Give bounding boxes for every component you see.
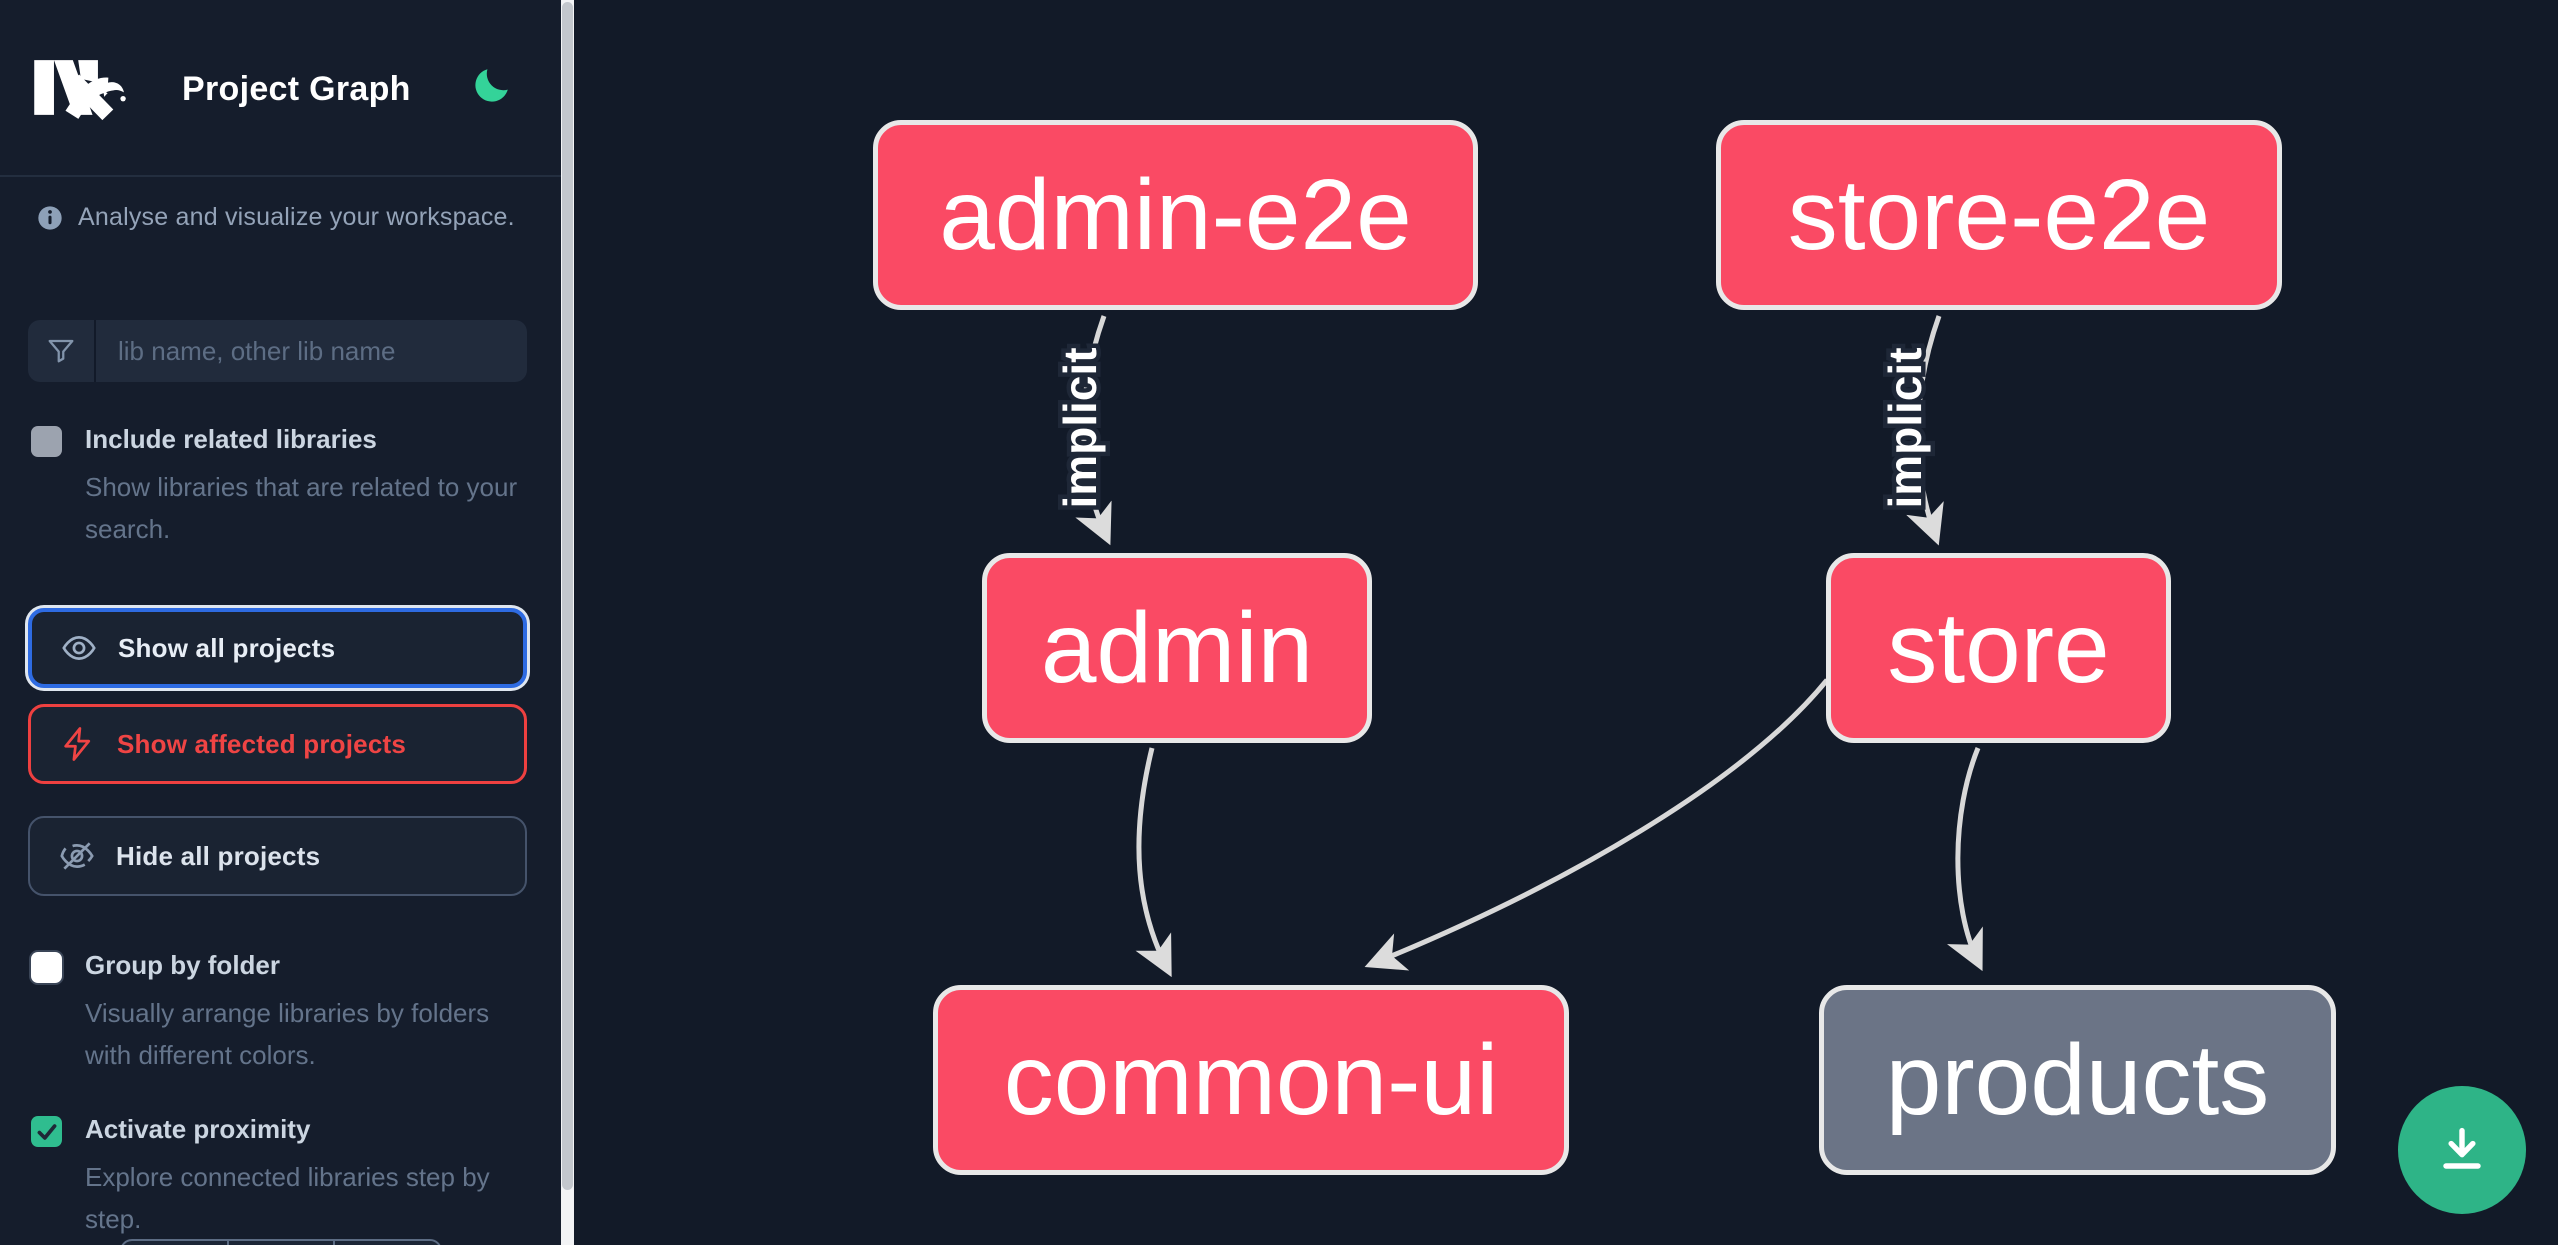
activate-proximity-checkbox[interactable] [31, 1116, 62, 1147]
edge-admin-common-ui [1135, 747, 1172, 978]
group-by-folder-checkbox[interactable] [31, 952, 62, 983]
page-title: Project Graph [182, 70, 411, 108]
info-icon [38, 206, 62, 230]
eye-off-icon [60, 842, 94, 870]
toggle-label: Activate proximity [85, 1114, 311, 1144]
toggle-label: Include related libraries [85, 424, 377, 454]
edge-admin-e2e-admin [1075, 315, 1112, 546]
stepper-decrement[interactable] [122, 1241, 229, 1245]
node-label: store [1887, 592, 2110, 704]
project-graph-canvas[interactable]: implicit implicit admin-e2e store-e2e ad… [574, 0, 2558, 1245]
button-label: Show all projects [118, 632, 336, 663]
search-icon-cell [28, 320, 96, 382]
edge-store-e2e-store [1906, 315, 1944, 546]
node-products[interactable]: products [1819, 985, 2336, 1175]
toggle-description: Explore connected libraries step by step… [85, 1162, 490, 1234]
toggle-label: Group by folder [85, 950, 280, 980]
nx-logo-icon [34, 60, 126, 121]
download-graph-button[interactable] [2398, 1086, 2526, 1214]
sidebar: Project Graph Analyse and visualize your… [0, 0, 574, 1245]
tagline-text: Analyse and visualize your workspace. [78, 203, 515, 231]
funnel-icon [48, 339, 74, 363]
sidebar-header: Project Graph [0, 0, 561, 177]
moon-icon [475, 68, 508, 102]
scrollbar-thumb[interactable] [562, 2, 573, 1190]
header-divider [0, 175, 561, 177]
proximity-stepper [120, 1239, 442, 1245]
search-input[interactable] [96, 320, 527, 382]
download-icon [2443, 1127, 2481, 1169]
sidebar-scrollbar [561, 0, 574, 1245]
include-related-checkbox[interactable] [31, 426, 62, 457]
hide-all-projects-button[interactable]: Hide all projects [28, 816, 527, 896]
node-store[interactable]: store [1826, 553, 2171, 743]
check-icon [37, 1123, 56, 1140]
edge-store-common-ui [1364, 678, 1829, 971]
node-label: store-e2e [1787, 159, 2211, 271]
toggle-description: Show libraries that are related to your … [85, 472, 518, 544]
edge-layer: implicit implicit [1050, 315, 1983, 978]
edge-label-implicit: implicit [1879, 347, 1931, 508]
bolt-icon [64, 727, 91, 761]
node-store-e2e[interactable]: store-e2e [1716, 120, 2282, 310]
node-admin-e2e[interactable]: admin-e2e [873, 120, 1478, 310]
workspace-tagline: Analyse and visualize your workspace. [36, 203, 515, 232]
node-label: admin-e2e [939, 159, 1412, 271]
node-label: admin [1040, 592, 1314, 704]
search-box [28, 320, 527, 382]
node-label: common-ui [1003, 1024, 1499, 1136]
node-admin[interactable]: admin [982, 553, 1372, 743]
node-label: products [1885, 1024, 2270, 1136]
theme-toggle-button[interactable] [466, 60, 518, 112]
stepper-increment[interactable] [335, 1241, 440, 1245]
toggle-description: Visually arrange libraries by folders wi… [85, 998, 490, 1070]
button-label: Show affected projects [117, 728, 407, 759]
stepper-value [229, 1241, 336, 1245]
node-common-ui[interactable]: common-ui [933, 985, 1569, 1175]
eye-icon [62, 636, 96, 660]
show-all-projects-button[interactable]: Show all projects [28, 608, 527, 688]
edge-label-implicit: implicit [1054, 347, 1106, 508]
button-label: Hide all projects [116, 840, 321, 871]
edge-store-products [1946, 747, 1983, 972]
show-affected-projects-button[interactable]: Show affected projects [28, 704, 527, 784]
